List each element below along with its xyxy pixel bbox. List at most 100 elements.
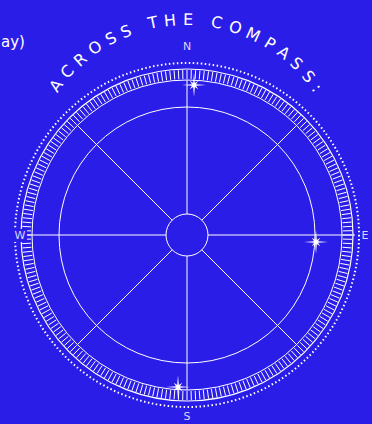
tick-mark (343, 222, 352, 224)
tick-mark (265, 370, 270, 378)
spoke-line (202, 250, 297, 345)
tick-mark (27, 196, 36, 198)
tick-mark (215, 73, 217, 82)
tick-mark (77, 351, 83, 358)
tick-mark (70, 118, 76, 124)
tick-mark (288, 110, 294, 117)
tick-mark (326, 306, 334, 310)
tick-mark (342, 213, 351, 214)
tick-mark (132, 79, 135, 87)
tick-mark (247, 379, 250, 387)
tick-mark (341, 209, 350, 210)
tick-mark (70, 345, 76, 351)
tick-mark (40, 306, 48, 310)
tick-mark (59, 131, 66, 137)
tick-mark (73, 348, 79, 355)
tick-mark (343, 239, 352, 240)
tick-mark (335, 283, 344, 286)
tick-mark (157, 388, 159, 397)
tick-mark (324, 156, 332, 160)
tick-mark (144, 386, 146, 395)
tick-mark (26, 201, 35, 203)
tick-mark (124, 379, 127, 387)
center-circle (166, 214, 208, 256)
tick-mark (223, 387, 225, 396)
tick-mark (44, 153, 52, 158)
title-letter (199, 13, 206, 29)
tick-mark (318, 320, 326, 325)
compass-direction: W (13, 229, 28, 242)
tick-mark (38, 164, 46, 168)
tick-mark (182, 70, 183, 79)
title-letter: R (71, 50, 90, 69)
title-letter: O (86, 38, 105, 58)
tick-mark (182, 391, 183, 400)
east-west-line (208, 234, 355, 235)
title-letter (135, 19, 145, 36)
title-letter: T (147, 15, 160, 33)
tick-mark (94, 364, 99, 371)
tick-mark (340, 205, 349, 207)
tick-mark (339, 196, 348, 198)
tick-mark (22, 243, 31, 244)
tick-mark (331, 172, 339, 175)
tick-mark (128, 381, 131, 389)
tick-mark (108, 372, 112, 380)
tick-mark (80, 110, 86, 117)
tick-mark (35, 295, 43, 298)
tick-mark (165, 71, 166, 80)
tick-mark (153, 74, 155, 83)
tick-mark (56, 330, 63, 335)
tick-mark (24, 259, 33, 260)
tick-mark (178, 70, 179, 79)
compass-direction: N (181, 40, 193, 53)
tick-mark (90, 361, 95, 368)
tick-mark (157, 73, 159, 82)
tick-mark (140, 77, 143, 86)
tick-mark (207, 71, 208, 80)
stars (166, 73, 328, 399)
tick-mark (97, 97, 102, 105)
tick-mark (28, 192, 37, 194)
tick-mark (46, 149, 54, 154)
tick-mark (227, 386, 229, 395)
tick-mark (306, 128, 313, 134)
tick-mark (328, 164, 336, 168)
tick-mark (38, 302, 46, 306)
tick-mark (231, 77, 234, 86)
tick-mark (140, 385, 143, 394)
tick-mark (49, 320, 57, 325)
tick-mark (308, 131, 315, 137)
tick-mark (25, 205, 34, 207)
tick-mark (174, 71, 176, 80)
tick-mark (219, 74, 221, 83)
tick-mark (36, 298, 44, 302)
tick-mark (101, 368, 106, 376)
spoke-line (77, 125, 172, 220)
tick-mark (211, 72, 212, 81)
tick-mark (291, 351, 297, 358)
tick-mark (288, 354, 294, 361)
tick-mark (51, 323, 58, 328)
tick-mark (148, 75, 150, 84)
tick-mark (337, 279, 346, 282)
title-letter: A (47, 77, 66, 95)
tick-mark (90, 102, 95, 109)
tick-mark (161, 72, 162, 81)
star-mark (166, 375, 190, 399)
tick-mark (203, 390, 205, 399)
tick-mark (247, 83, 250, 91)
tick-mark (207, 390, 208, 399)
tick-mark (342, 217, 351, 219)
tick-mark (148, 387, 150, 396)
tick-mark (23, 217, 32, 219)
tick-mark (33, 176, 41, 179)
tick-mark (87, 359, 92, 366)
title-letter: E (183, 12, 193, 28)
tick-mark (23, 222, 32, 224)
tick-mark (275, 99, 280, 106)
tick-mark (313, 327, 320, 332)
tick-mark (342, 255, 351, 256)
tick-mark (272, 366, 277, 374)
